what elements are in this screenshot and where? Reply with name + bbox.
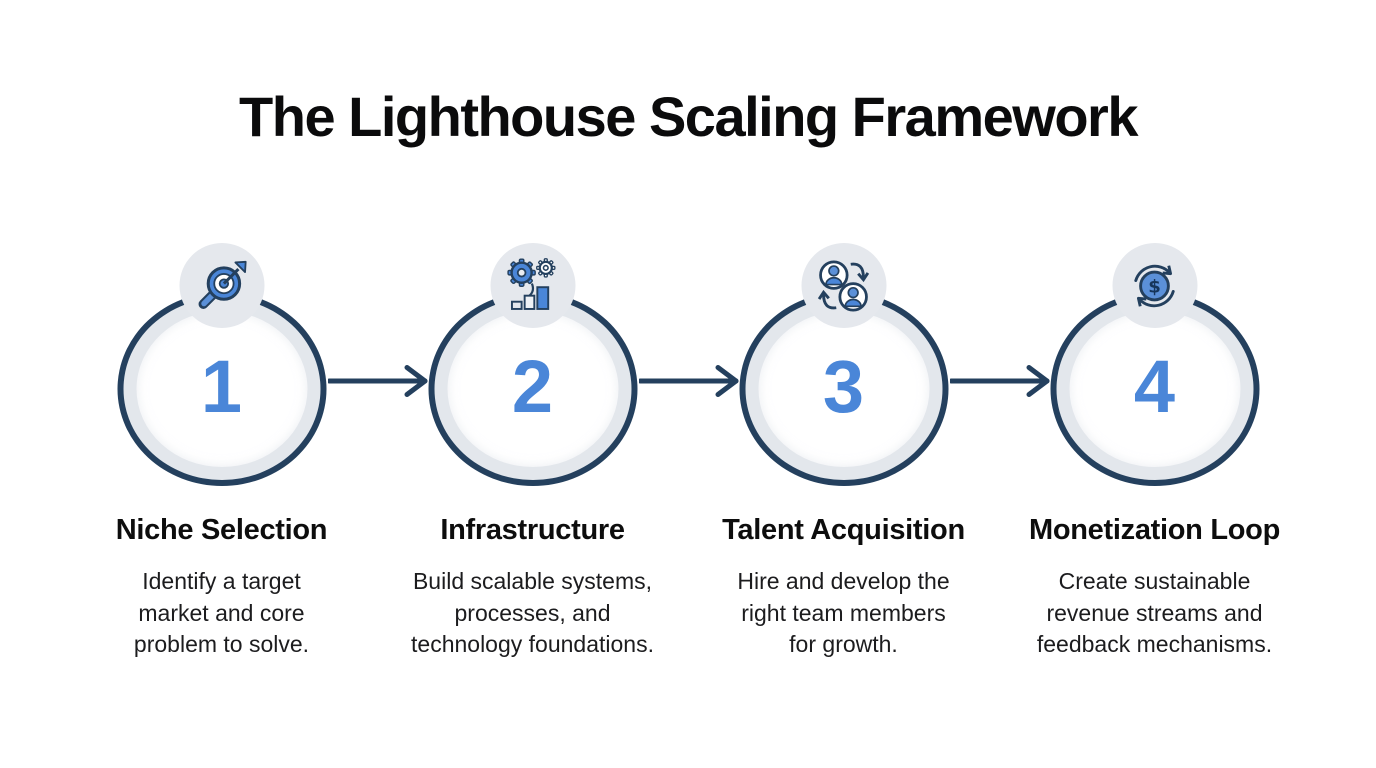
step-2-icon-badge (490, 243, 575, 328)
arrow-right-icon (950, 365, 1050, 397)
step-3-icon-badge (801, 243, 886, 328)
step-1: 1 Niche Selection Identify a target mark… (66, 0, 377, 768)
dollar-cycle-icon: $ (1134, 264, 1175, 307)
step-3-title: Talent Acquisition (722, 514, 965, 546)
step-1-title: Niche Selection (115, 514, 328, 546)
step-3-description: Hire and develop the right team members … (737, 568, 950, 657)
arrow-right-icon (639, 365, 739, 397)
svg-text:$: $ (1148, 276, 1161, 297)
gears-growth-icon (507, 257, 556, 310)
step-1-icon-badge (179, 243, 264, 328)
step-4-description: Create sustainable revenue streams and f… (1036, 568, 1273, 657)
step-4-icon-badge: $ (1112, 243, 1197, 328)
step-2: 2 Infrastructure Build scalable systems,… (377, 0, 688, 768)
step-3-number: 3 (822, 345, 865, 428)
step-1-number: 1 (200, 345, 243, 428)
step-2-title: Infrastructure (440, 514, 625, 546)
step-2-number: 2 (511, 345, 554, 428)
step-4-title: Monetization Loop (1028, 514, 1280, 546)
target-search-icon (198, 260, 247, 309)
step-1-description: Identify a target market and core proble… (133, 568, 310, 657)
step-2-description: Build scalable systems, processes, and t… (411, 568, 654, 657)
arrow-right-icon (328, 365, 428, 397)
step-4: $ 4 Monetization Loop Create sustainable… (999, 0, 1310, 768)
page-title: The Lighthouse Scaling Framework (239, 85, 1138, 148)
step-4-number: 4 (1133, 345, 1176, 428)
team-rotation-icon (817, 259, 870, 312)
step-3: 3 Talent Acquisition Hire and develop th… (688, 0, 999, 768)
